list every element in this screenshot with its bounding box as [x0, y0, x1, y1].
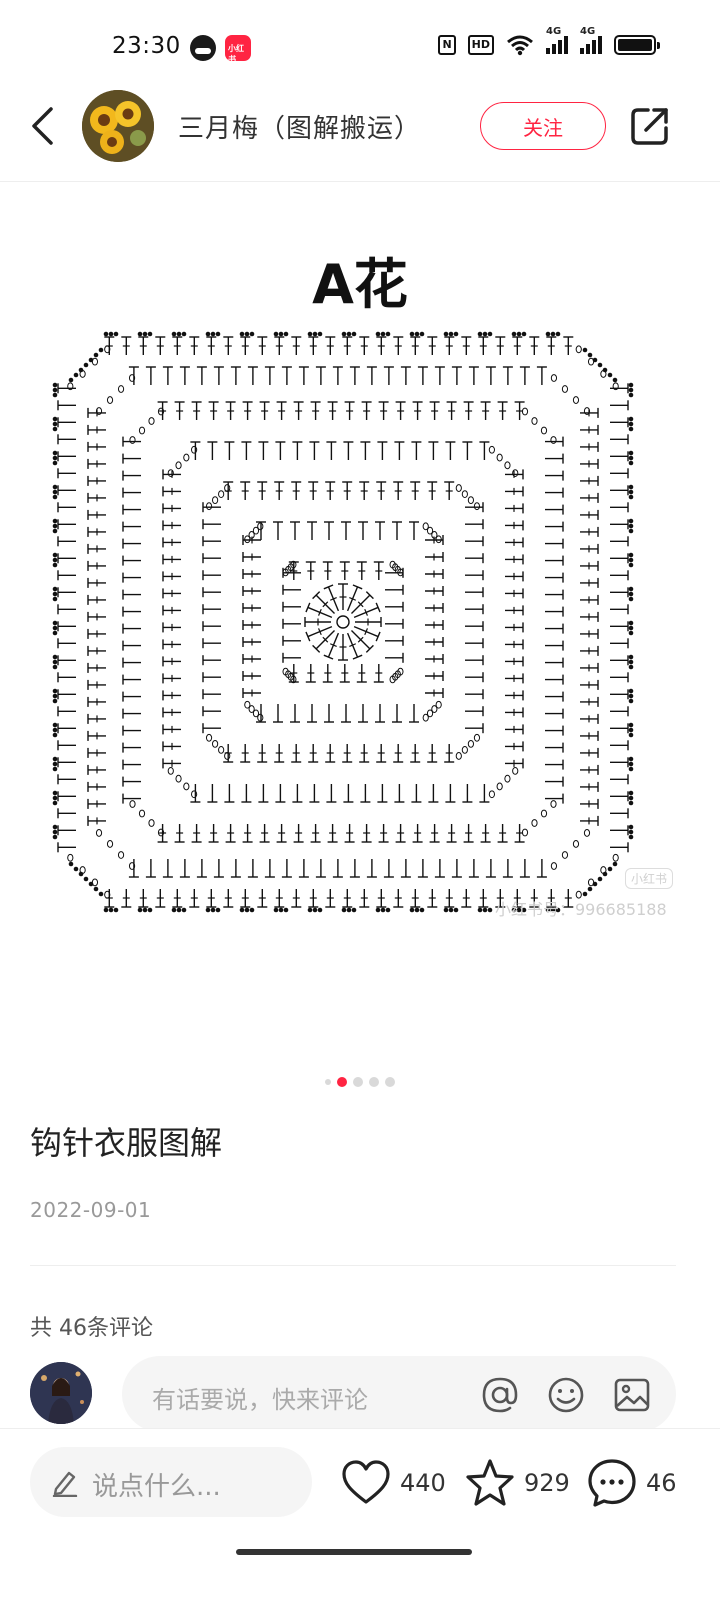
say-something-input[interactable]: 说点什么...: [30, 1447, 312, 1517]
collect-button[interactable]: 929: [464, 1455, 570, 1511]
bottom-action-bar: 说点什么... 440 929 46: [0, 1428, 720, 1600]
post-title: 钩针衣服图解: [30, 1124, 223, 1162]
sunflower-avatar-image: [82, 90, 154, 162]
star-icon: [466, 1459, 514, 1506]
battery-icon: [614, 35, 660, 55]
author-name[interactable]: 三月梅（图解搬运）: [178, 114, 422, 144]
heart-icon: [342, 1460, 390, 1504]
divider: [30, 1265, 676, 1266]
comment-input-placeholder: 有话要说，快来评论: [152, 1386, 368, 1414]
author-avatar[interactable]: [82, 90, 154, 162]
wifi-icon: [507, 35, 533, 56]
pager-dot: [369, 1077, 379, 1087]
user-avatar-image: [30, 1362, 92, 1424]
xiaohongshu-notification-icon: 小红书: [225, 35, 251, 64]
comment-count-number: 46: [646, 1469, 677, 1497]
signal-icon-2: 4G: [580, 26, 602, 54]
diagram-title: A花: [312, 253, 408, 316]
nfc-icon: N: [438, 35, 456, 55]
comment-input[interactable]: 有话要说，快来评论: [122, 1356, 676, 1432]
comment-button[interactable]: 46: [586, 1455, 677, 1511]
image-pager: [0, 1077, 720, 1087]
collect-count: 929: [524, 1469, 570, 1497]
status-time: 23:30: [112, 33, 181, 59]
pencil-icon: [52, 1471, 78, 1497]
watermark-text: 小红书号：996685188: [495, 900, 667, 919]
image-picker-icon[interactable]: [612, 1375, 652, 1415]
chevron-left-icon: [32, 107, 53, 145]
user-avatar: [30, 1362, 92, 1424]
note-header: 三月梅（图解搬运） 关注: [0, 90, 720, 182]
comment-bubble-icon: [588, 1459, 636, 1507]
say-something-placeholder: 说点什么...: [92, 1472, 221, 1502]
status-bar: 23:30 小红书 N HD 4G 4G: [0, 0, 720, 90]
hd-voice-icon: HD: [467, 35, 494, 55]
share-icon: [631, 108, 668, 145]
comment-count: 共 46条评论: [30, 1316, 153, 1341]
crochet-diagram: [52, 331, 634, 913]
emoji-icon[interactable]: [546, 1375, 586, 1415]
post-date: 2022-09-01: [30, 1198, 152, 1222]
share-button[interactable]: [628, 104, 672, 148]
home-indicator[interactable]: [236, 1549, 472, 1555]
back-button[interactable]: [20, 104, 64, 148]
follow-button[interactable]: 关注: [480, 102, 606, 150]
watermark-badge: 小红书: [625, 868, 674, 889]
pager-dot: [337, 1077, 347, 1087]
pager-dot: [385, 1077, 395, 1087]
status-indicators: N HD 4G 4G: [438, 26, 660, 56]
pager-dot: [325, 1079, 331, 1085]
pager-dot: [353, 1077, 363, 1087]
note-image[interactable]: A花 小红书 小红书号：996685188: [0, 182, 720, 1062]
app-notification-icon: [190, 35, 216, 61]
mention-icon[interactable]: [480, 1375, 520, 1415]
signal-icon-1: 4G: [546, 26, 568, 54]
like-count: 440: [400, 1469, 446, 1497]
like-button[interactable]: 440: [340, 1455, 446, 1511]
